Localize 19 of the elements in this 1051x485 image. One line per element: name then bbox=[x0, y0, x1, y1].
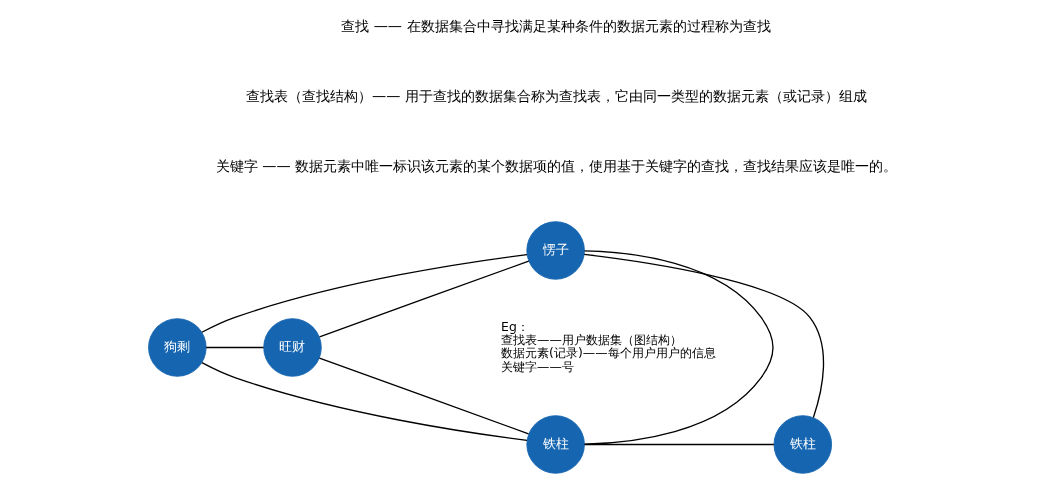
connector bbox=[318, 260, 530, 338]
connector bbox=[318, 357, 530, 435]
label: 关键字 —— 数据元素中唯一标识该元素的某个数据项的值，使用基于关键字的查找，查找结果应该是唯一的。 bbox=[215, 158, 898, 175]
node-circle: 铁柱 bbox=[773, 415, 833, 474]
label: 数据元素(记录)——每个用户用户的信息 bbox=[501, 345, 716, 361]
connector bbox=[205, 346, 265, 349]
label: 查找 —— 在数据集合中寻找满足某种条件的数据元素的过程称为查找 bbox=[341, 18, 771, 35]
connector bbox=[583, 443, 775, 446]
label: 查找表（查找结构）—— 用于查找的数据集合称为查找表，它由同一类型的数据元素（或记录）组成 bbox=[245, 88, 867, 105]
node-circle: 愣子 bbox=[526, 221, 585, 280]
connector bbox=[201, 362, 528, 441]
label: 关键字——号 bbox=[501, 358, 574, 374]
label: Eg： bbox=[501, 318, 529, 334]
connector bbox=[583, 250, 774, 445]
node-circle: 铁柱 bbox=[526, 415, 585, 474]
connector bbox=[201, 253, 528, 333]
node-circle: 旺财 bbox=[263, 318, 322, 377]
node-circle: 狗剩 bbox=[148, 318, 207, 377]
connector bbox=[583, 253, 825, 419]
